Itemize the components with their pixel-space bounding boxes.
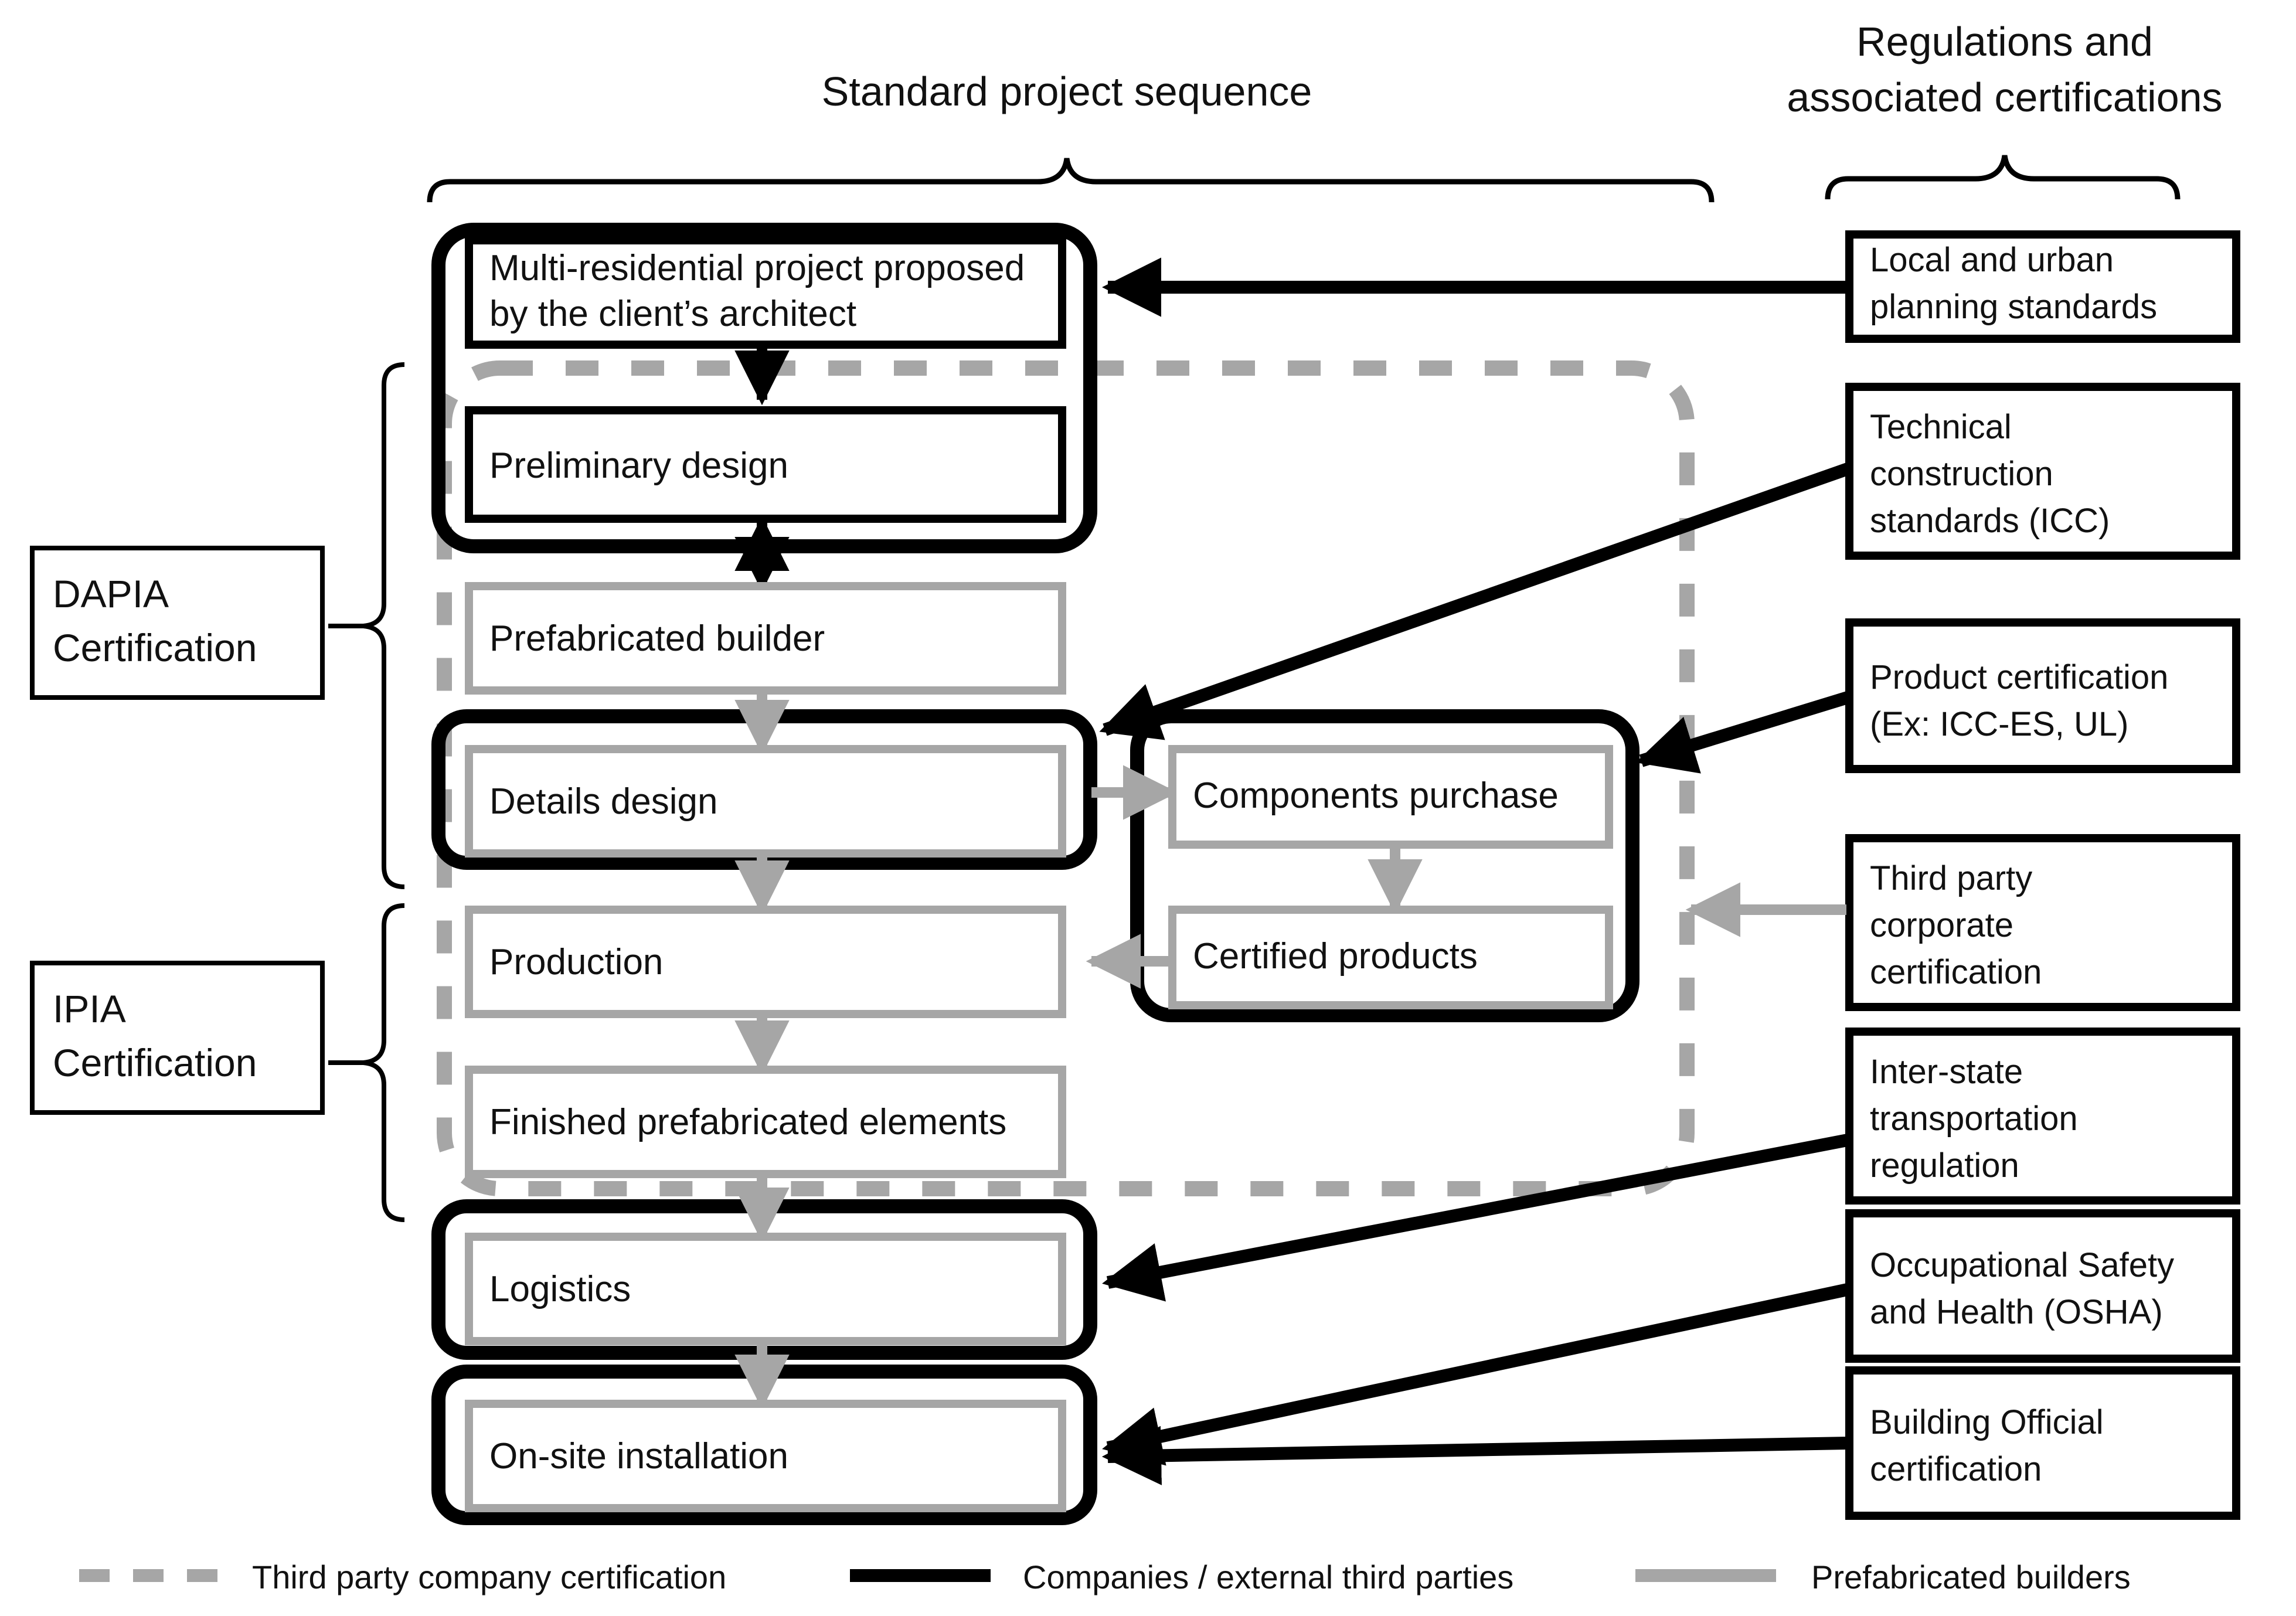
reg-technical-line3: standards (ICC) — [1870, 502, 2110, 540]
brace-ipia — [363, 903, 405, 1222]
reg-product-line1: Product certification — [1870, 658, 2168, 696]
reg-building-line1: Building Official — [1870, 1403, 2104, 1441]
arrow-building-to-onsite — [1101, 1426, 1848, 1485]
node-proposal-line1: Multi-residential project proposed — [489, 248, 1025, 288]
brace-dapia — [363, 362, 405, 889]
node-logistics-box[interactable] — [465, 1233, 1066, 1345]
third-party-certification-region — [437, 360, 1695, 1196]
reg-product-box[interactable] — [1845, 618, 2240, 773]
header-regulations-line2: associated certifications — [1787, 74, 2222, 120]
node-proposal-box[interactable] — [465, 236, 1066, 349]
node-finished-box[interactable] — [465, 1066, 1066, 1178]
ipia-label-line1: IPIA — [53, 987, 126, 1030]
arrow-technical-to-details — [1099, 462, 1850, 740]
node-production-label: Production — [489, 942, 663, 982]
reg-interstate-line3: regulation — [1870, 1146, 2019, 1185]
reg-technical-line1: Technical — [1870, 408, 2012, 446]
dapia-certification-box — [30, 546, 325, 700]
node-details-label: Details design — [489, 781, 717, 822]
reg-local-box[interactable] — [1845, 230, 2240, 343]
node-onsite-box[interactable] — [465, 1400, 1066, 1512]
node-details-box[interactable] — [465, 745, 1066, 858]
reg-interstate-line2: transportation — [1870, 1100, 2078, 1138]
reg-osha-line2: and Health (OSHA) — [1870, 1293, 2163, 1331]
node-certified-label: Certified products — [1193, 936, 1478, 977]
reg-thirdparty-line2: corporate — [1870, 906, 2013, 944]
dapia-label-line2: Certification — [53, 626, 257, 669]
reg-technical-line2: construction — [1870, 455, 2053, 493]
node-builder-label: Prefabricated builder — [489, 618, 825, 659]
reg-product-line2: (Ex: ICC-ES, UL) — [1870, 705, 2129, 743]
reg-technical-box[interactable] — [1845, 383, 2240, 560]
node-preliminary-label: Preliminary design — [489, 445, 788, 486]
reg-local-line2: planning standards — [1870, 288, 2157, 326]
reg-interstate-line1: Inter-state — [1870, 1053, 2023, 1091]
dapia-label-line1: DAPIA — [53, 572, 169, 615]
reg-osha-line1: Occupational Safety — [1870, 1246, 2174, 1284]
ipia-certification-box — [30, 961, 325, 1115]
node-production-box[interactable] — [465, 906, 1066, 1018]
reg-thirdparty-line1: Third party — [1870, 859, 2032, 897]
arrow-interstate-to-logistics — [1102, 1134, 1849, 1302]
reg-local-line1: Local and urban — [1870, 241, 2114, 279]
ipia-label-line2: Certification — [53, 1041, 257, 1084]
header-standard-sequence: Standard project sequence — [822, 69, 1312, 114]
header-regulations-line1: Regulations and — [1856, 19, 2153, 64]
reg-thirdparty-line3: certification — [1870, 953, 2042, 991]
arrow-osha-to-onsite — [1102, 1283, 1849, 1466]
reg-thirdparty-box[interactable] — [1845, 834, 2240, 1011]
legend-label-third-party: Third party company certification — [252, 1559, 726, 1595]
reg-interstate-box[interactable] — [1845, 1028, 2240, 1205]
node-finished-label: Finished prefabricated elements — [489, 1102, 1006, 1142]
legend-label-prefab: Prefabricated builders — [1811, 1559, 2131, 1595]
arrow-product-to-components — [1635, 691, 1850, 774]
reg-building-box[interactable] — [1845, 1366, 2240, 1520]
node-components-label: Components purchase — [1193, 775, 1559, 816]
node-logistics-label: Logistics — [489, 1269, 631, 1309]
reg-osha-box[interactable] — [1845, 1209, 2240, 1363]
node-certified-box[interactable] — [1168, 906, 1613, 1009]
node-components-box[interactable] — [1168, 745, 1613, 849]
brace-standard-sequence — [427, 158, 1715, 203]
legend-label-companies: Companies / external third parties — [1023, 1559, 1513, 1595]
node-builder-box[interactable] — [465, 582, 1066, 695]
node-onsite-label: On-site installation — [489, 1436, 788, 1476]
node-preliminary-box[interactable] — [465, 406, 1066, 523]
highlight-components-group — [1130, 709, 1639, 1022]
brace-regulations — [1825, 155, 2181, 200]
node-proposal-line2: by the client’s architect — [489, 294, 856, 334]
reg-building-line2: certification — [1870, 1450, 2042, 1488]
